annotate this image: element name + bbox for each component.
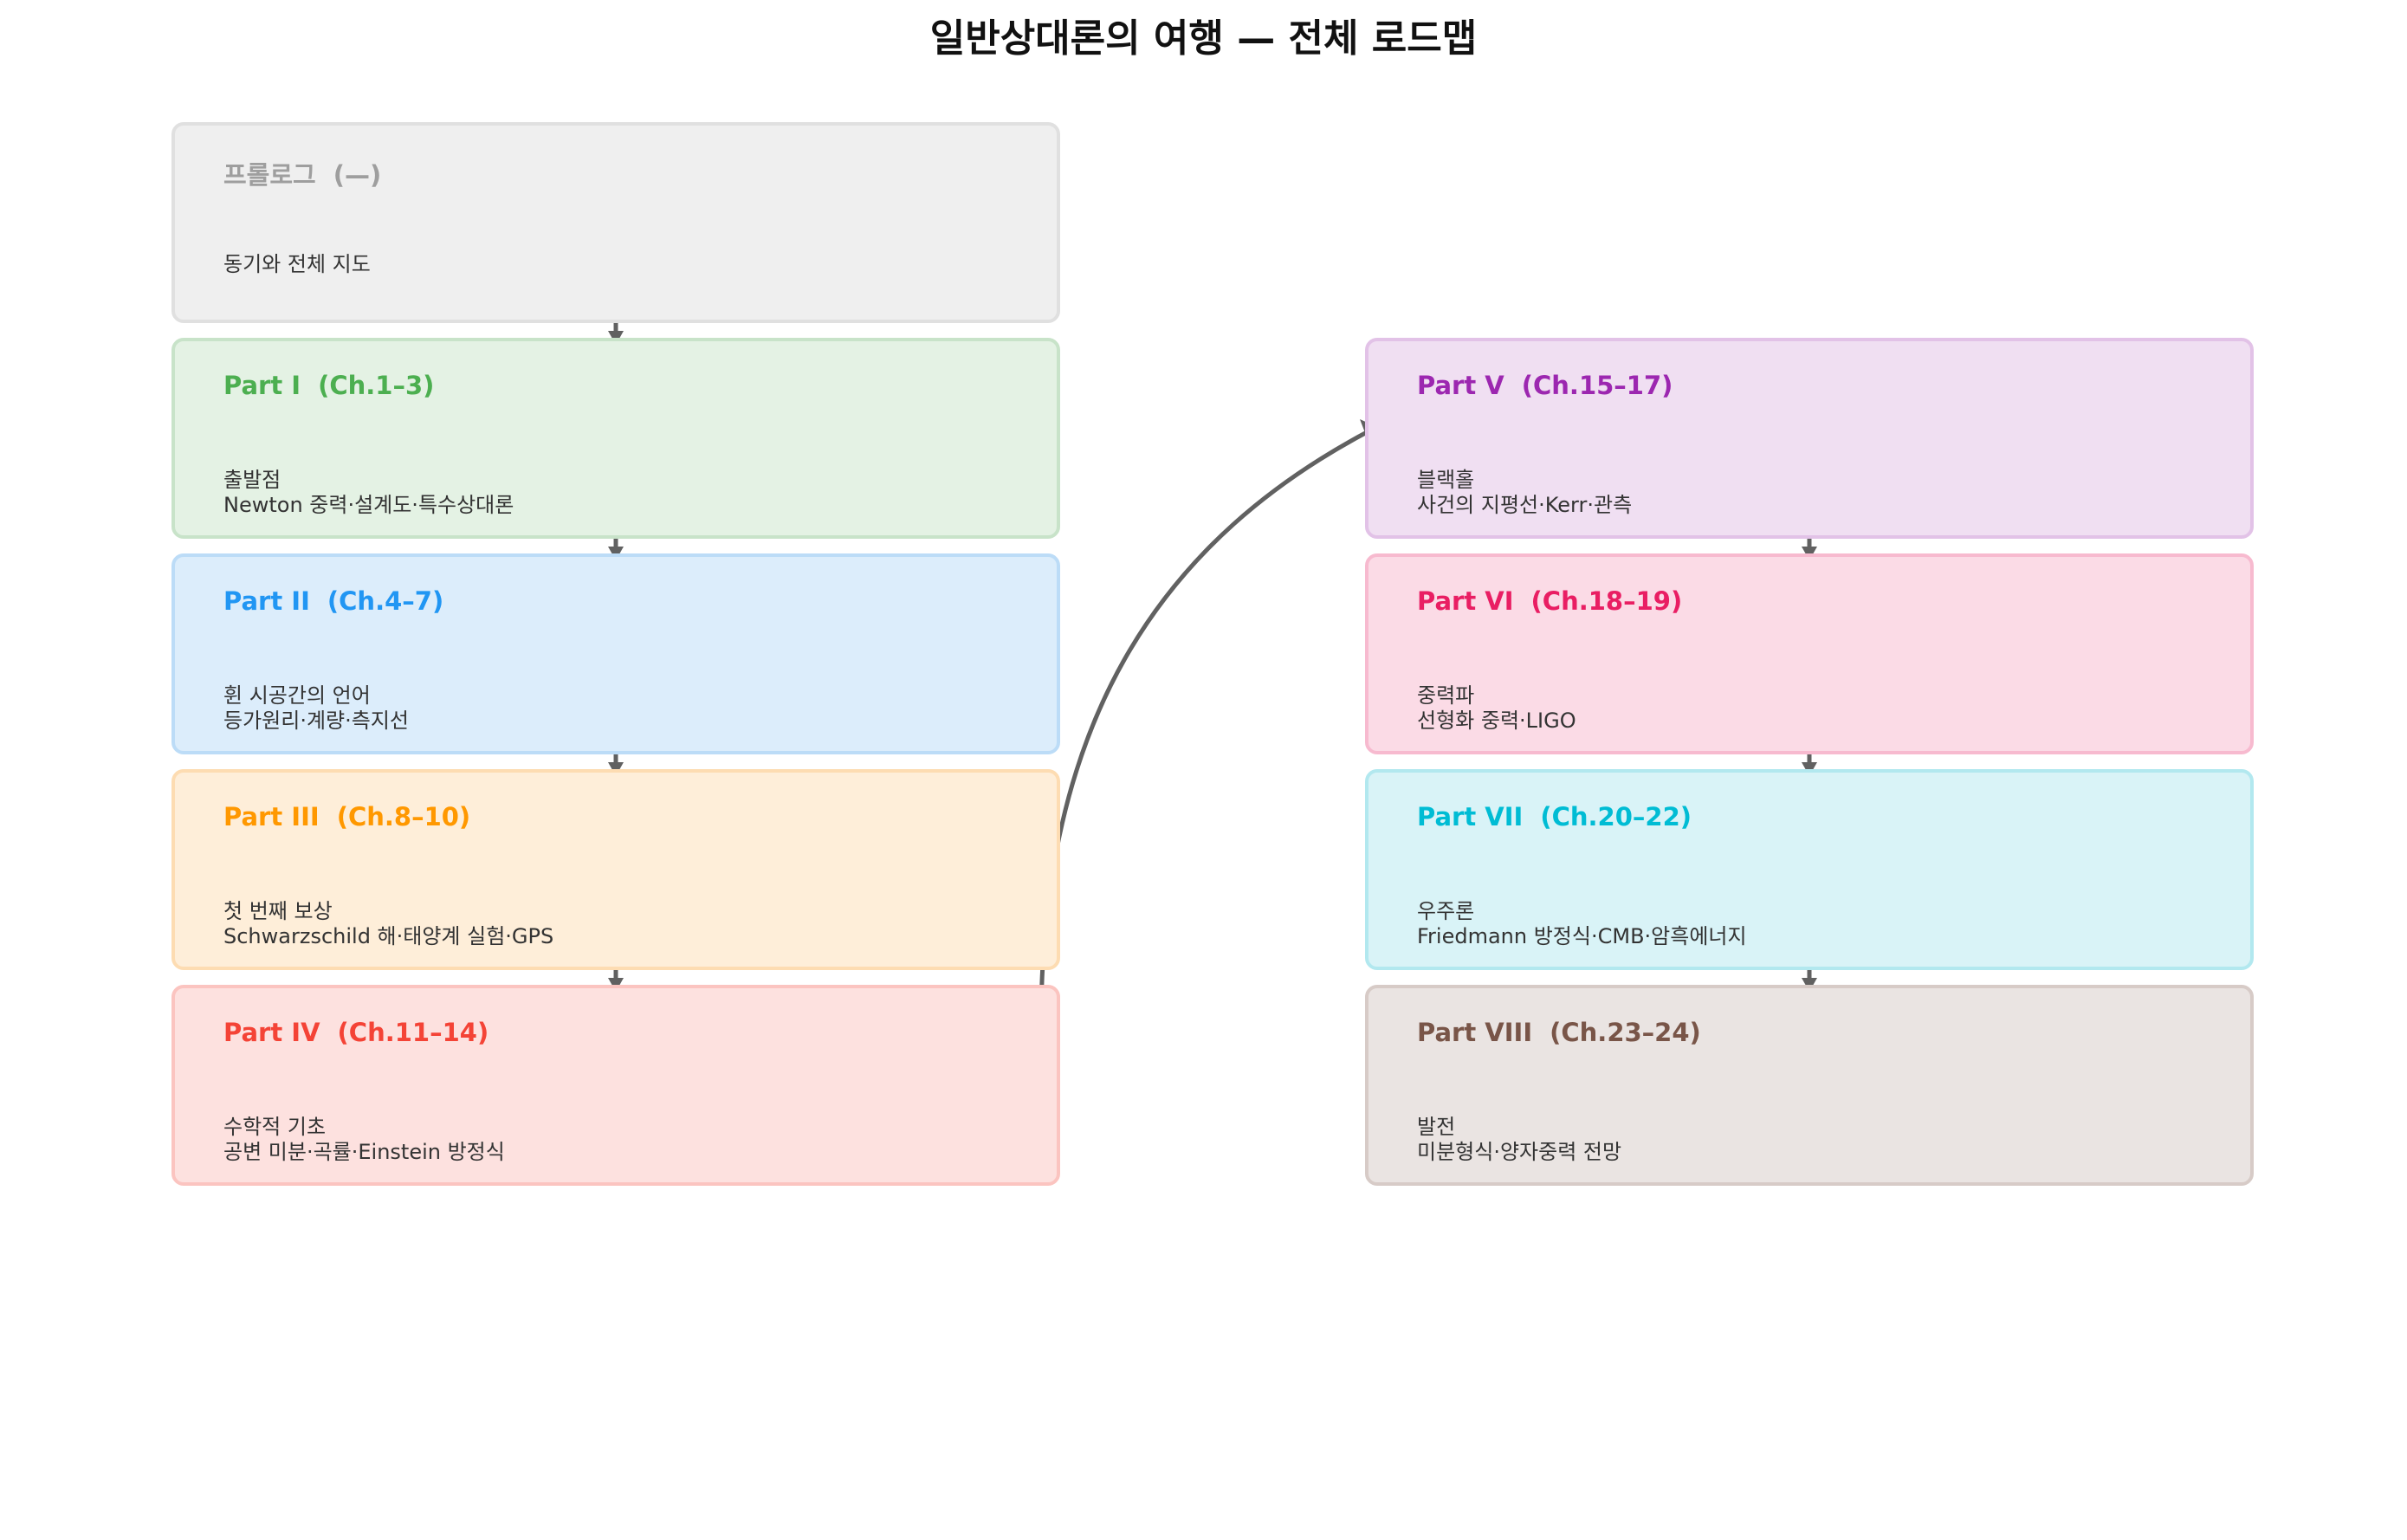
part-chapters: (Ch.23–24) [1550,1018,1701,1047]
part-subtitle: 수학적 기초 [223,1115,327,1139]
part-name: Part V [1417,371,1504,400]
part-chapters: (Ch.15–17) [1521,371,1673,400]
part-name: Part VII [1417,802,1524,831]
part-chapters: (Ch.11–14) [337,1018,489,1047]
part-subtitle: 휜 시공간의 언어 [223,683,371,708]
part-subtitle: 블랙홀 [1417,468,1475,492]
part-topics: 사건의 지평선·Kerr·관측 [1417,493,1633,517]
part-chapters: (Ch.18–19) [1530,586,1683,616]
part-subtitle: 출발점 [223,468,281,492]
part-name: 프롤로그 [223,160,316,190]
part-chapters: (—) [333,160,382,190]
part-name: Part III [223,802,320,831]
part-name: Part I [223,371,301,400]
part-subtitle: 발전 [1417,1115,1456,1139]
part-topics: Newton 중력·설계도·특수상대론 [223,493,514,517]
part-chapters: (Ch.8–10) [336,802,471,831]
part-subtitle: 중력파 [1417,683,1475,708]
part-subtitle: 첫 번째 보상 [223,899,333,923]
part-chapters: (Ch.4–7) [327,586,444,616]
part-topics: 미분형식·양자중력 전망 [1417,1140,1622,1164]
roadmap-box-prologue: 프롤로그 (—) 동기와 전체 지도 [171,122,1060,323]
diagram-title: 일반상대론의 여행 — 전체 로드맵 [929,16,1478,61]
part-topics: Friedmann 방정식·CMB·암흑에너지 [1417,924,1747,948]
part-topics: 등가원리·계량·측지선 [223,709,409,733]
arrow-part4-to-part5 [1039,419,1377,1026]
part-subtitle: 동기와 전체 지도 [223,252,371,276]
part-topics: Schwarzschild 해·태양계 실험·GPS [223,924,554,948]
part-chapters: (Ch.20–22) [1540,802,1692,831]
part-subtitle: 우주론 [1417,899,1475,923]
part-topics: 선형화 중력·LIGO [1417,709,1576,733]
part-chapters: (Ch.1–3) [318,371,435,400]
part-name: Part II [223,586,310,616]
part-name: Part VI [1417,586,1514,616]
part-topics: 공변 미분·곡률·Einstein 방정식 [223,1140,505,1164]
part-name: Part VIII [1417,1018,1533,1047]
part-name: Part IV [223,1018,320,1047]
